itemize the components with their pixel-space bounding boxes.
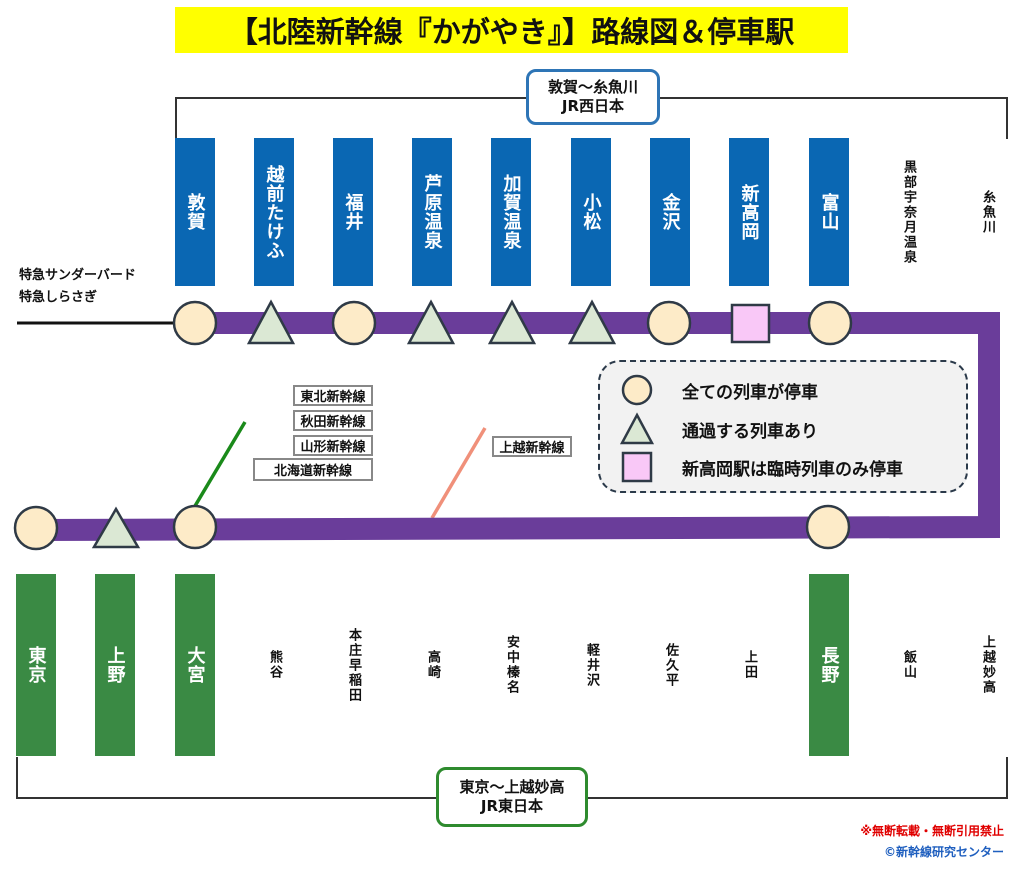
stop-all-icon[interactable]	[331, 300, 377, 346]
triangle-icon	[620, 412, 654, 445]
station-toyama[interactable]: 富山	[809, 138, 849, 286]
copyright-notice: ※無断転載・無断引用禁止	[860, 824, 1004, 838]
station-omiya[interactable]: 大宮	[175, 574, 215, 756]
station-honjo-waseda[interactable]: 本庄早稲田	[346, 627, 361, 703]
joetsu-shinkansen-box: 上越新幹線	[492, 436, 572, 457]
station-sakudaira[interactable]: 佐久平	[663, 642, 678, 688]
stop-all-icon[interactable]	[807, 300, 853, 346]
station-karuizawa[interactable]: 軽井沢	[584, 642, 599, 688]
stop-some-icon[interactable]	[246, 299, 296, 345]
jr-west-section-label: 敦賀～糸魚川 JR西日本	[526, 69, 660, 125]
tohoku-shinkansen-box: 東北新幹線	[293, 385, 373, 406]
tohoku-shinkansen-line	[193, 421, 247, 507]
yamagata-shinkansen-box: 山形新幹線	[293, 435, 373, 456]
credit: ©新幹線研究センター	[883, 845, 1004, 859]
akita-shinkansen-box: 秋田新幹線	[293, 410, 373, 431]
thunderbird-label: 特急サンダーバード	[19, 268, 136, 283]
station-itoigawa[interactable]: 糸魚川	[980, 189, 995, 235]
station-annaka-haruna[interactable]: 安中榛名	[504, 635, 519, 695]
stop-some-icon[interactable]	[487, 299, 537, 345]
station-iiyama[interactable]: 飯山	[901, 650, 916, 680]
stop-some-icon[interactable]	[91, 506, 141, 549]
limited-express-label: 特急サンダーバード 特急しらさぎ	[19, 265, 136, 309]
station-ueda[interactable]: 上田	[742, 650, 757, 680]
shirasagi-label: 特急しらさぎ	[19, 290, 98, 305]
stop-all-icon[interactable]	[172, 504, 218, 550]
station-shin-takaoka[interactable]: 新高岡	[729, 138, 769, 286]
station-ueno[interactable]: 上野	[95, 574, 135, 756]
legend: 全ての列車が停車 通過する列車あり 新高岡駅は臨時列車のみ停車	[598, 360, 968, 493]
joetsu-shinkansen-line	[430, 427, 487, 519]
station-joetsu-myoko[interactable]: 上越妙高	[980, 635, 995, 695]
jr-east-operator: JR東日本	[480, 797, 544, 815]
stop-all-icon[interactable]	[805, 504, 851, 550]
station-nagano[interactable]: 長野	[809, 574, 849, 756]
hokkaido-shinkansen-box: 北海道新幹線	[253, 458, 373, 481]
station-tokyo[interactable]: 東京	[16, 574, 56, 756]
station-takasaki[interactable]: 高崎	[425, 650, 440, 680]
station-komatsu[interactable]: 小松	[571, 138, 611, 286]
legend-some-pass-label: 通過する列車あり	[682, 421, 818, 442]
legend-temporary-label: 新高岡駅は臨時列車のみ停車	[682, 459, 903, 480]
jr-west-range: 敦賀～糸魚川	[547, 78, 638, 96]
station-fukui[interactable]: 福井	[333, 138, 373, 286]
stop-temporary-icon[interactable]	[730, 303, 771, 344]
stop-some-icon[interactable]	[567, 299, 617, 345]
legend-all-stop-label: 全ての列車が停車	[682, 382, 818, 403]
legend-row-all-stop: 全ての列車が停車	[620, 373, 818, 407]
stop-some-icon[interactable]	[406, 299, 456, 345]
legend-row-some-pass: 通過する列車あり	[620, 412, 818, 446]
jr-east-section-label: 東京～上越妙高 JR東日本	[436, 767, 588, 827]
station-tsuruga[interactable]: 敦賀	[175, 138, 215, 286]
stop-all-icon[interactable]	[13, 505, 59, 551]
station-awara-onsen[interactable]: 芦原温泉	[412, 138, 452, 286]
station-kaga-onsen[interactable]: 加賀温泉	[491, 138, 531, 286]
station-echizen-takefu[interactable]: 越前たけふ	[254, 138, 294, 286]
jr-west-operator: JR西日本	[561, 97, 625, 115]
square-icon	[621, 451, 653, 483]
jr-east-range: 東京～上越妙高	[459, 778, 565, 796]
station-kanazawa[interactable]: 金沢	[650, 138, 690, 286]
station-kumagaya[interactable]: 熊谷	[267, 650, 282, 680]
stop-all-icon[interactable]	[172, 300, 218, 346]
station-kurobe-unazuki-onsen[interactable]: 黒部宇奈月温泉	[901, 159, 916, 265]
stop-all-icon[interactable]	[646, 300, 692, 346]
circle-icon	[621, 374, 653, 406]
page-title: 【北陸新幹線『かがやき』】路線図＆停車駅	[175, 7, 848, 53]
legend-row-temporary: 新高岡駅は臨時列車のみ停車	[620, 450, 903, 484]
